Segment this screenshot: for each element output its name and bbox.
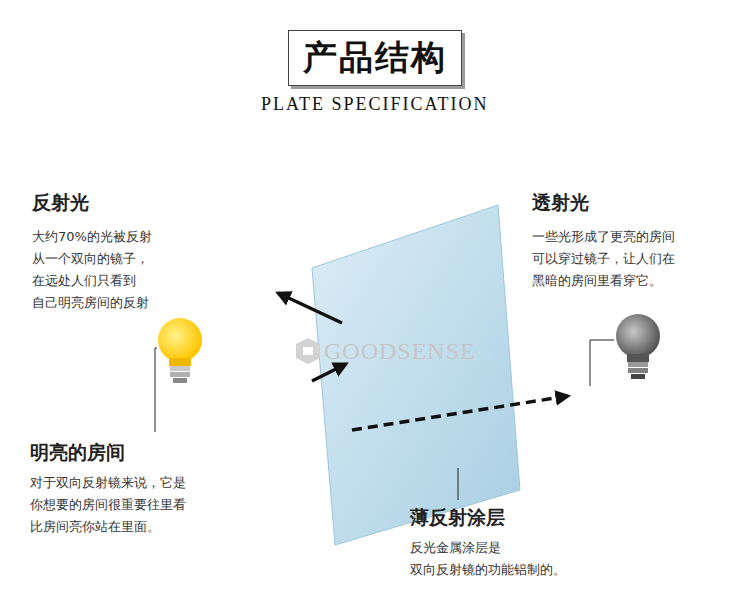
grey-bulb	[616, 314, 660, 379]
transmitted-arrow	[352, 396, 568, 430]
subtitle: PLATE SPECIFICATION	[261, 94, 489, 115]
section-heading: 薄反射涂层	[410, 505, 505, 529]
section-heading: 反射光	[32, 190, 89, 214]
section-heading: 透射光	[532, 190, 589, 214]
leader-line	[590, 340, 614, 386]
description: 一些光形成了更亮的房间 可以穿过镜子，让人们在 黑暗的房间里看穿它。	[532, 226, 714, 292]
page-title: 产品结构	[288, 30, 462, 86]
leader-line	[155, 348, 157, 432]
reflected-arrow	[278, 293, 342, 323]
yellow-bulb	[158, 318, 202, 383]
watermark: GOODSENSE	[324, 338, 476, 365]
mirror-plate	[312, 205, 520, 545]
incident-arrow	[312, 364, 346, 381]
leader-line	[458, 468, 459, 500]
watermark-logo	[296, 338, 320, 364]
section-heading: 明亮的房间	[30, 440, 125, 464]
description: 反光金属涂层是 双向反射镜的功能铝制的。	[410, 537, 592, 581]
description: 大约70%的光被反射 从一个双向的镜子， 在远处人们只看到 自己明亮房间的反射	[32, 226, 214, 314]
description: 对于双向反射镜来说，它是 你想要的房间很重要往里看 比房间亮你站在里面。	[30, 472, 212, 538]
